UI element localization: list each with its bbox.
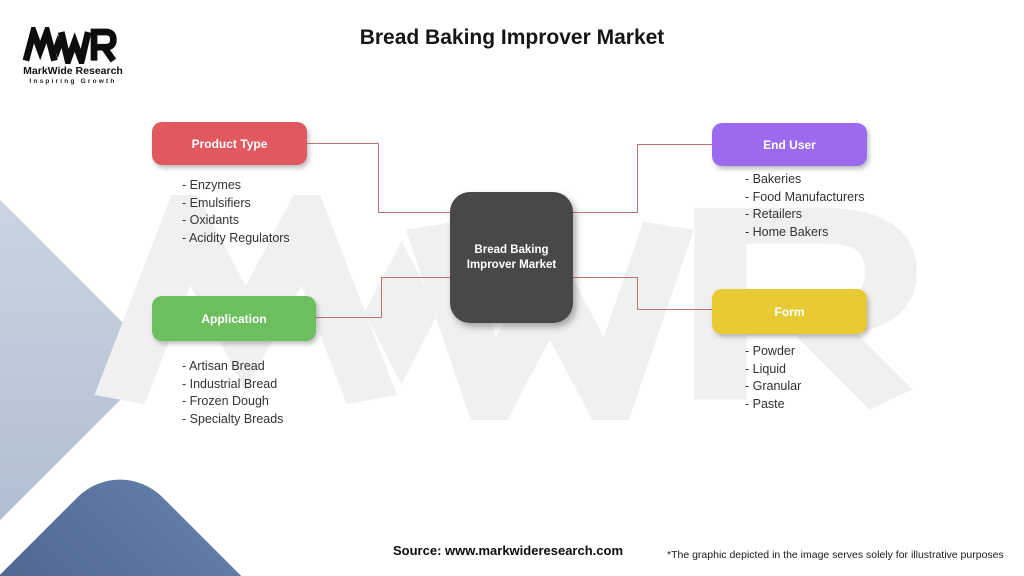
branch-box-application: Application	[152, 296, 316, 341]
list-item: - Acidity Regulators	[182, 230, 290, 245]
branch-label-end-user: End User	[763, 137, 816, 152]
light-blue-diamond-shape	[0, 188, 142, 532]
list-item: - Home Bakers	[745, 224, 829, 239]
logo-tagline: Inspiring Growth	[29, 78, 117, 85]
connector-end-user	[637, 145, 638, 213]
list-item: - Emulsifiers	[182, 195, 251, 210]
item-list-end-user: - Bakeries - Food Manufacturers - Retail…	[745, 171, 865, 241]
list-item: - Oxidants	[182, 213, 239, 228]
connector-application	[381, 277, 382, 318]
disclaimer-text: *The graphic depicted in the image serve…	[667, 549, 1004, 561]
list-item: - Granular	[745, 379, 802, 394]
branch-label-form: Form	[774, 304, 805, 319]
markwide-research-logo: MarkWide Research Inspiring Growth	[22, 27, 124, 85]
connector-product-type	[378, 212, 450, 213]
list-item: - Paste	[745, 396, 785, 411]
logo-company-name: MarkWide Research	[23, 65, 123, 77]
connector-end-user	[637, 144, 712, 145]
list-item: - Liquid	[745, 361, 786, 376]
list-item: - Enzymes	[182, 178, 242, 192]
connector-product-type	[306, 143, 379, 144]
list-item: - Retailers	[745, 207, 802, 222]
central-node-bread-baking-improver-market: Bread Baking Improver Market	[450, 192, 573, 323]
list-item: - Powder	[745, 344, 796, 358]
item-list-form: - Powder - Liquid - Granular - Paste	[745, 343, 801, 413]
connector-form	[573, 277, 638, 278]
branch-label-application: Application	[201, 311, 267, 326]
connector-application	[381, 277, 450, 278]
branch-box-end-user: End User	[712, 123, 867, 166]
item-list-application: - Artisan Bread - Industrial Bread - Fro…	[182, 358, 283, 428]
list-item: - Bakeries	[745, 172, 802, 186]
connector-form	[637, 309, 712, 310]
list-item: - Artisan Bread	[182, 359, 265, 373]
list-item: - Food Manufacturers	[745, 189, 865, 204]
central-node-label-line2: Improver Market	[466, 258, 557, 271]
connector-form	[637, 277, 638, 310]
central-node-label-line1: Bread Baking	[474, 243, 549, 256]
mwr-logo-icon	[22, 27, 117, 64]
connector-end-user	[573, 212, 638, 213]
connector-application	[316, 317, 382, 318]
branch-box-form: Form	[712, 289, 867, 334]
item-list-product-type: - Enzymes - Emulsifiers - Oxidants - Aci…	[182, 177, 290, 247]
source-text: Source: www.markwideresearch.com	[393, 543, 624, 558]
list-item: - Frozen Dough	[182, 394, 269, 409]
branch-box-product-type: Product Type	[152, 122, 307, 165]
list-item: - Industrial Bread	[182, 376, 278, 391]
branch-label-product-type: Product Type	[191, 136, 268, 151]
connector-product-type	[378, 143, 379, 213]
page-title: Bread Baking Improver Market	[359, 26, 665, 49]
list-item: - Specialty Breads	[182, 411, 284, 426]
